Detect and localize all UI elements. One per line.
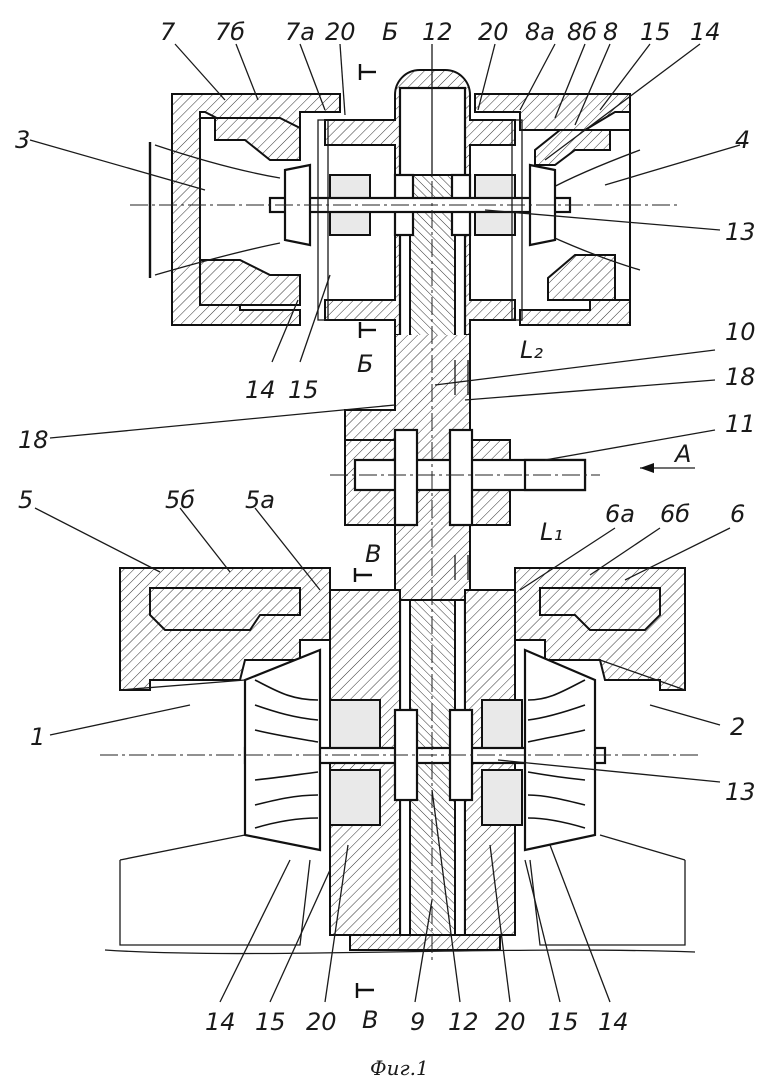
label-view-a: А [673,440,691,468]
label-20-top-right: 20 [478,18,509,46]
label-7: 7 [160,18,176,46]
label-6a: 6а [605,500,635,528]
label-section-b-bottom: Б [357,350,373,378]
label-L1: L₁ [540,518,563,546]
label-9: 9 [410,1008,425,1036]
label-14-upper-left: 14 [245,376,276,404]
label-5a: 5а [245,486,275,514]
label-15-upper-left: 15 [288,376,319,404]
label-20-bottom-right: 20 [495,1008,526,1036]
label-13-bottom: 13 [725,778,756,806]
label-8: 8 [603,18,618,46]
label-section-v-top: В [365,540,381,568]
label-3: 3 [15,126,30,154]
leader-lines [29,43,741,1003]
label-20-bottom-left: 20 [306,1008,337,1036]
label-14-bottom-right: 14 [598,1008,629,1036]
label-15-bottom-left: 15 [255,1008,286,1036]
label-2: 2 [730,713,745,741]
label-12-top: 12 [422,18,453,46]
middle-drive [344,335,587,601]
label-15-top: 15 [640,18,671,46]
label-20-top-left: 20 [325,18,356,46]
label-7a: 7а [285,18,315,46]
label-14-bottom-left: 14 [205,1008,236,1036]
label-15-bottom-right: 15 [548,1008,579,1036]
label-8b: 8б [567,18,597,46]
label-5b: 5б [165,486,195,514]
label-18-left: 18 [18,426,49,454]
callout-labels: 7 7б 7а 20 Б 12 20 8а 8б 8 15 14 3 4 13 … [15,18,756,1080]
figure-caption: Фиг.1 [370,1056,429,1080]
section-marks [353,64,376,998]
label-1: 1 [30,723,45,751]
label-7b: 7б [215,18,245,46]
label-L2: L₂ [520,336,543,364]
label-18-right: 18 [725,363,756,391]
lower-turbocharger [104,567,696,955]
label-6: 6 [730,500,745,528]
label-11: 11 [725,410,756,438]
label-5: 5 [18,486,33,514]
label-13-top: 13 [725,218,756,246]
label-14-top: 14 [690,18,721,46]
label-8a: 8а [525,18,555,46]
label-10: 10 [725,318,756,346]
label-4: 4 [735,126,750,154]
label-section-b-top: Б [382,18,398,46]
label-12-bottom: 12 [448,1008,479,1036]
label-section-v-bottom: В [362,1006,378,1034]
label-6b: 6б [660,500,690,528]
